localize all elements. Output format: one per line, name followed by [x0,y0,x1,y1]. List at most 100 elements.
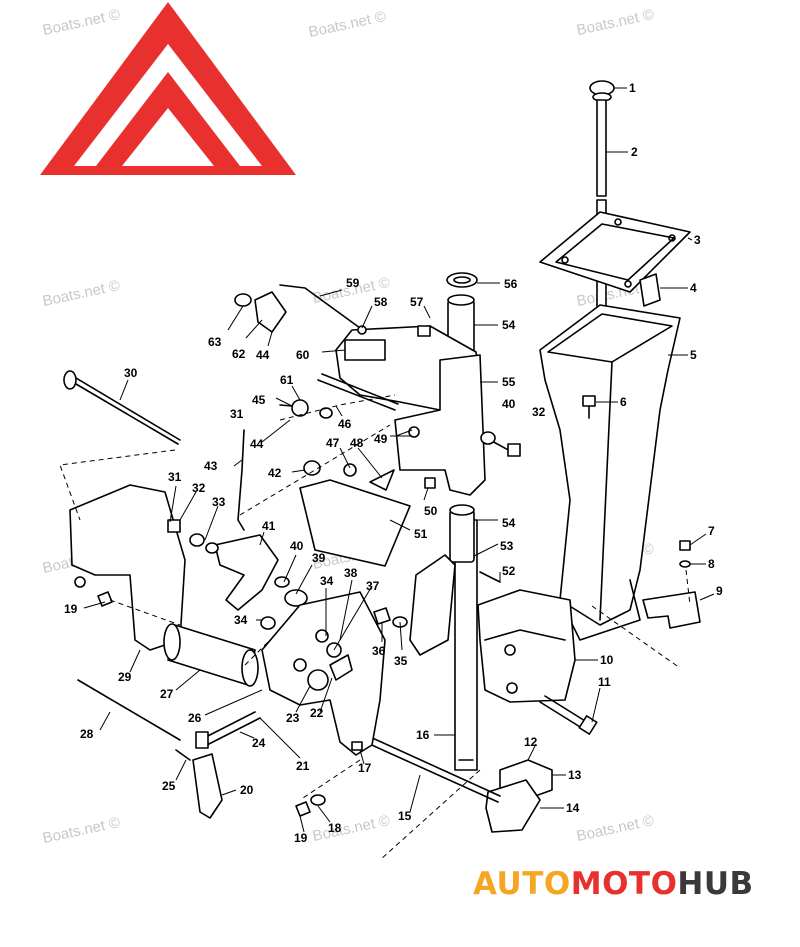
callout-16: 16 [416,728,430,742]
callout-60: 60 [296,348,310,362]
part-43-rod [237,429,245,531]
callout-10: 10 [600,653,614,667]
part-28-rod [77,679,181,741]
callout-5: 5 [690,348,697,362]
callout-63: 63 [208,335,222,349]
callout-31-lower: 31 [168,470,182,484]
part-9-plate [642,591,701,629]
callout-15: 15 [398,809,412,823]
callout-44-upper: 44 [256,348,270,362]
callout-53: 53 [500,539,514,553]
part-20-handle [192,753,223,819]
callout-61: 61 [280,373,294,387]
callout-30: 30 [124,366,138,380]
callout-8: 8 [708,557,715,571]
callout-37: 37 [366,579,380,593]
callout-51: 51 [414,527,428,541]
leader-lines [83,87,715,833]
part-54-bushing-lower [449,504,475,563]
callout-19-upper: 19 [64,602,78,616]
callout-55: 55 [502,375,516,389]
callout-21: 21 [296,759,310,773]
callout-48: 48 [350,436,364,450]
part-5-exhaust-housing [539,304,681,641]
callout-18: 18 [328,821,342,835]
callout-31-upper: 31 [230,407,244,421]
callout-33: 33 [212,495,226,509]
callout-43: 43 [204,459,218,473]
callout-56: 56 [504,277,518,291]
part-4-grommet [639,273,661,307]
part-51-plate [299,479,411,567]
callout-40-right: 40 [502,397,516,411]
part-8-washer [679,560,691,568]
part-17-screw [351,741,363,751]
callout-28: 28 [80,727,94,741]
callout-3: 3 [694,233,701,247]
callout-54-lower: 54 [502,516,516,530]
callout-52: 52 [502,564,516,578]
callout-7: 7 [708,524,715,538]
callout-39: 39 [312,551,326,565]
callout-22: 22 [310,706,324,720]
part-57-screw [417,325,431,337]
callout-46: 46 [338,417,352,431]
part-1-grommet [589,80,615,102]
callout-36: 36 [372,644,386,658]
callout-62: 62 [232,347,246,361]
part-25-pin [175,749,191,761]
part-46-shaft [317,373,399,411]
part-38-34-hardware [315,629,342,658]
part-32-33-bolt-left [167,519,219,554]
callout-35: 35 [394,654,408,668]
callout-41: 41 [262,519,276,533]
part-61-45-pin [279,399,333,419]
automotohub-logo [40,2,296,175]
automotohub-wordmark: AUTOMOTOHUB [473,866,754,902]
callout-59: 59 [346,276,360,290]
callout-12: 12 [524,735,538,749]
callout-11: 11 [598,675,611,689]
part-47-48-49-hardware [343,426,420,491]
part-24-spring [195,711,261,749]
callout-32-left: 32 [192,481,206,495]
part-11-bolt [539,695,598,735]
part-10-swivel-bracket [477,589,576,703]
callout-38: 38 [344,566,358,580]
callout-27: 27 [160,687,174,701]
callout-45: 45 [252,393,266,407]
part-52-53-liner [409,554,501,656]
callout-58: 58 [374,295,388,309]
brand-hub: HUB [677,866,754,902]
callout-labels: 1 2 3 4 5 6 7 8 9 10 11 12 13 14 15 16 1… [64,81,723,845]
callout-13: 13 [568,768,582,782]
part-56-ring [446,272,478,288]
part-62-63-lever [234,291,287,333]
callout-40-left: 40 [290,539,304,553]
part-14-bracket [485,779,541,833]
callout-2: 2 [631,145,638,159]
part-58-59-linkage [279,284,367,335]
part-32-bolt-right [480,431,521,457]
callout-25: 25 [162,779,176,793]
callout-1: 1 [629,81,636,95]
part-41-tilt-lever [214,534,279,611]
callout-4: 4 [690,281,697,295]
part-39-40-washers [274,576,308,607]
part-6-screw [582,395,596,419]
brand-auto: AUTO [473,866,571,902]
callout-17: 17 [358,761,372,775]
part-3-gasket [539,211,691,293]
callout-26: 26 [188,711,202,725]
callout-14: 14 [566,801,580,815]
part-18-19-nut-washer [295,794,326,817]
callout-47: 47 [326,436,340,450]
callout-23: 23 [286,711,300,725]
part-36-35-nut-washer [373,607,408,628]
part-7-screw [679,540,691,551]
callout-42: 42 [268,466,282,480]
part-42-bushing [303,460,321,476]
callout-19-lower: 19 [294,831,308,845]
callout-24: 24 [252,736,266,750]
